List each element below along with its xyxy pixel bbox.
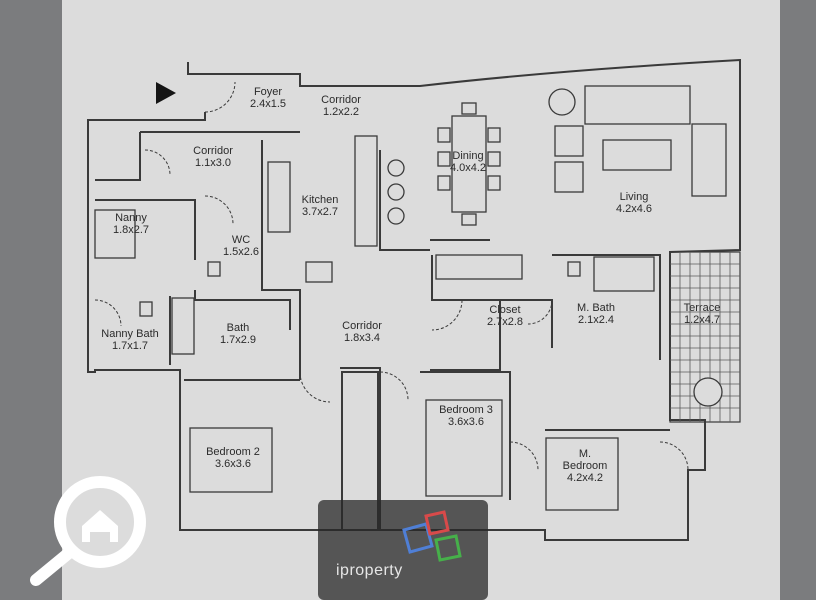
closet-unit — [435, 254, 523, 280]
armchair — [554, 161, 584, 193]
bar-stool — [387, 183, 405, 201]
interior-wall — [340, 367, 381, 530]
toilet — [139, 301, 153, 317]
outer-wall — [87, 58, 741, 541]
entrance-arrow-icon — [156, 82, 176, 104]
kitchen-island — [354, 135, 378, 247]
interior-wall — [261, 140, 301, 370]
door-swing — [94, 299, 122, 327]
door-swing — [509, 441, 539, 471]
bed-2 — [189, 427, 273, 493]
dining-chair — [461, 213, 477, 226]
brand-watermark: iproperty — [318, 500, 488, 600]
shower — [593, 256, 655, 292]
home-search-logo-icon — [30, 476, 146, 586]
nanny-bed — [94, 209, 136, 259]
cube-logo-icon — [402, 510, 462, 562]
bathtub — [171, 297, 195, 355]
dining-chair — [487, 175, 501, 191]
door-swing — [379, 371, 409, 401]
coffee-table — [602, 139, 672, 171]
kitchen-counter — [267, 161, 291, 233]
dining-chair — [437, 175, 451, 191]
toilet — [567, 261, 581, 277]
brand-name: iproperty — [336, 562, 403, 579]
terrace-table — [693, 377, 723, 407]
door-swing — [659, 441, 689, 471]
interior-wall — [95, 199, 196, 260]
side-sofa — [691, 123, 727, 197]
kitchen-sink — [305, 261, 333, 283]
door-swing — [204, 195, 234, 225]
bar-stool — [387, 159, 405, 177]
sofa — [584, 85, 691, 125]
bed-3 — [425, 399, 503, 497]
dining-chair — [461, 102, 477, 115]
door-swing — [431, 299, 463, 331]
interior-wall — [194, 290, 291, 330]
terrace-grid — [669, 251, 741, 423]
interior-wall — [430, 300, 501, 371]
interior-wall — [420, 371, 511, 500]
dining-table — [451, 115, 487, 213]
interior-wall — [431, 255, 553, 348]
dining-chair — [487, 151, 501, 167]
m-bed — [545, 437, 619, 511]
door-swing — [299, 371, 331, 403]
door-swing — [204, 81, 236, 113]
door-swing — [144, 149, 171, 176]
dining-chair — [437, 127, 451, 143]
plant — [548, 88, 576, 116]
interior-wall — [552, 254, 661, 360]
door-swing — [527, 299, 553, 325]
dining-chair — [487, 127, 501, 143]
interior-wall — [379, 150, 430, 251]
interior-wall — [95, 132, 141, 181]
armchair — [554, 125, 584, 157]
toilet — [207, 261, 221, 277]
dining-chair — [437, 151, 451, 167]
bar-stool — [387, 207, 405, 225]
